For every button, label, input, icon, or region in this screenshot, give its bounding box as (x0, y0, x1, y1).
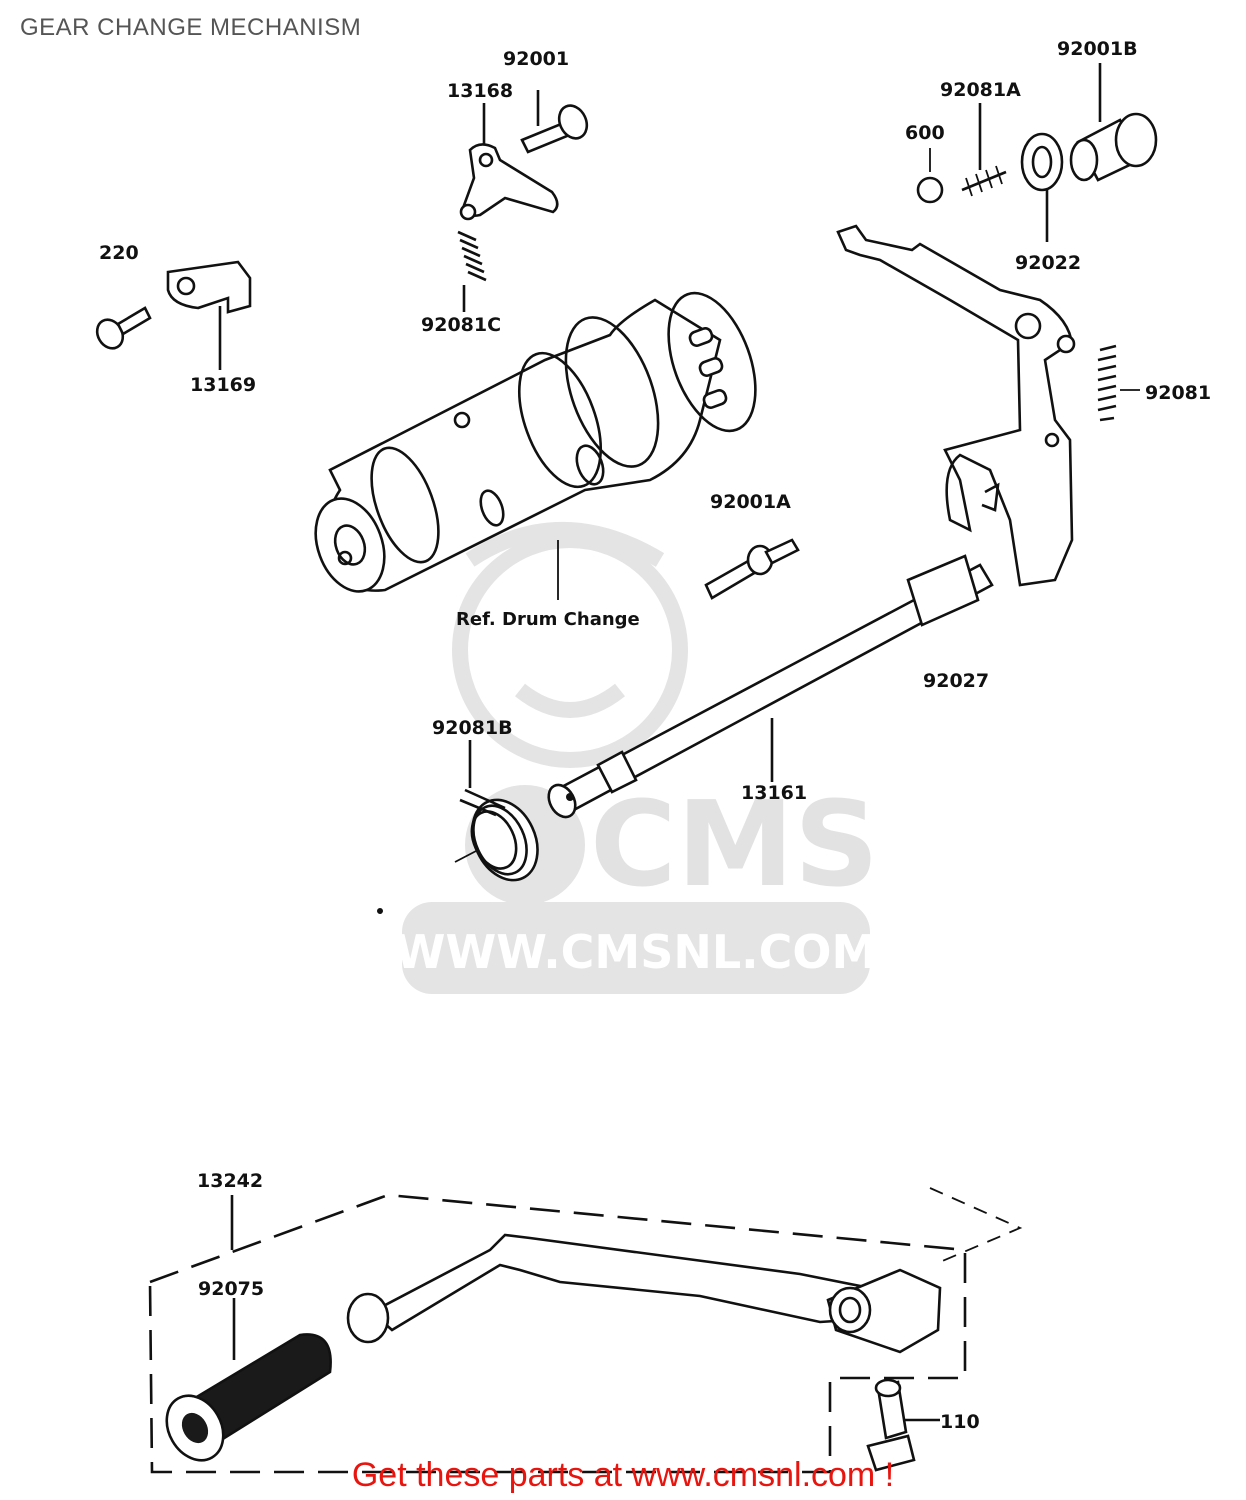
lever-13168-icon (459, 103, 559, 221)
label-13242: 13242 (197, 1170, 263, 1192)
label-92001b: 92001B (1057, 38, 1138, 60)
watermark-url: WWW.CMSNL.COM (395, 925, 878, 979)
label-92081a: 92081A (940, 79, 1021, 101)
watermark-brand: CMS (590, 775, 879, 913)
shift-pedal-icon (346, 1233, 942, 1354)
shift-drum-icon (314, 291, 757, 600)
get-parts-link[interactable]: Get these parts at www.cmsnl.com ! (351, 1456, 895, 1494)
plug-92001b-icon (1069, 63, 1158, 182)
label-92081: 92081 (1145, 382, 1211, 404)
label-92022: 92022 (1015, 252, 1081, 274)
gasket-92022-icon (1020, 132, 1064, 242)
spring-92081-icon (1097, 344, 1140, 422)
bolt-110-icon (866, 1378, 940, 1472)
label-92075: 92075 (198, 1278, 264, 1300)
shift-arm-icon (836, 224, 1076, 587)
label-92081b: 92081B (432, 717, 513, 739)
label-92001: 92001 (503, 48, 569, 70)
label-600: 600 (905, 122, 945, 144)
spring-92081a-icon (961, 103, 1007, 197)
watermark: CMS WWW.CMSNL.COM (395, 522, 879, 994)
label-92027: 92027 (923, 670, 989, 692)
bracket-13169-icon (166, 260, 252, 370)
label-220: 220 (99, 242, 139, 264)
label-13168: 13168 (447, 80, 513, 102)
stray-mark (377, 908, 383, 914)
pin-92001a-icon (704, 538, 800, 600)
part-labels: 92001 13168 92001B 92081A 600 220 92022 … (99, 38, 1211, 1433)
pedal-assembly-box (148, 1187, 1023, 1474)
label-13161: 13161 (741, 782, 807, 804)
ball-600-icon (916, 148, 944, 204)
screw-220-icon (95, 306, 152, 350)
label-92081c: 92081C (421, 314, 501, 336)
watermark-logo: CMS WWW.CMSNL.COM (395, 775, 879, 994)
return-spring-92081b-icon (454, 740, 539, 882)
bolt-92001-icon (520, 90, 589, 154)
spring-92081c-icon (457, 230, 487, 312)
drum-star-pins (667, 291, 757, 433)
rubber-92075-icon (165, 1298, 332, 1462)
label-92001a: 92001A (710, 491, 791, 513)
shift-shaft-13161-icon (547, 554, 994, 819)
page-title: GEAR CHANGE MECHANISM (20, 14, 362, 41)
label-13169: 13169 (190, 374, 256, 396)
watermark-mascot-icon (452, 522, 688, 768)
label-110: 110 (940, 1411, 980, 1433)
label-ref-drum-change: Ref. Drum Change (456, 609, 640, 630)
